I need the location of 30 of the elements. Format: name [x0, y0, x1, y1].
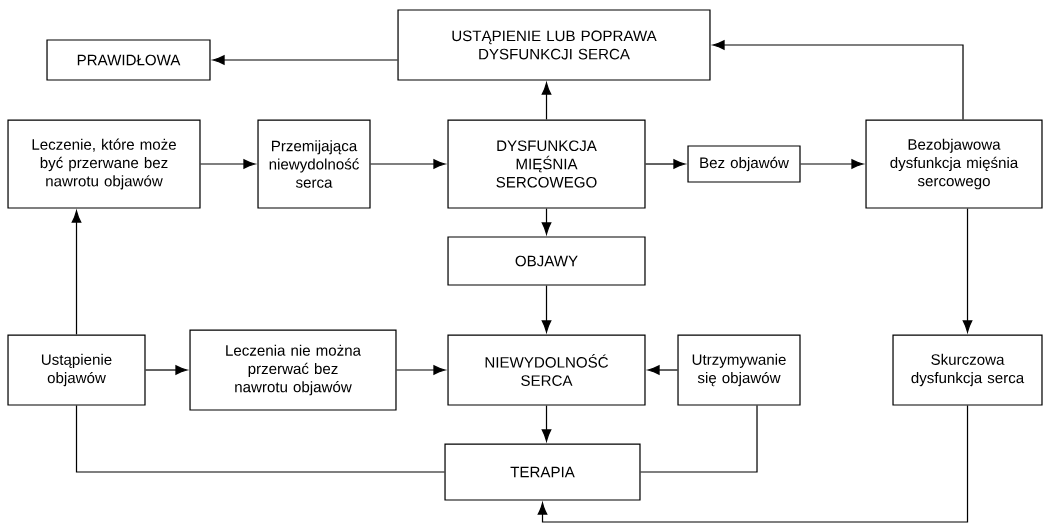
arrow: [396, 365, 446, 375]
arrow: [647, 365, 679, 375]
arrow: [200, 159, 256, 169]
arrow: [645, 159, 686, 169]
flow-box: OBJAWY: [447, 236, 646, 286]
arrow: [712, 40, 964, 120]
flow-box: Przemijająca niewydolność serca: [257, 119, 371, 209]
flow-box: PRAWIDŁOWA: [46, 39, 211, 81]
flow-box: Utrzymywanie się objawów: [677, 334, 801, 406]
arrow: [800, 159, 864, 169]
flow-box: TERAPIA: [444, 443, 641, 501]
arrow: [145, 365, 188, 375]
arrow: [541, 405, 552, 442]
flow-box: DYSFUNKCJA MIĘŚNIA SERCOWEGO: [447, 119, 646, 209]
arrow: [370, 159, 446, 169]
flow-box: Skurczowa dysfunkcja serca: [892, 334, 1043, 406]
flow-box: Bez objawów: [687, 145, 801, 183]
flow-box: USTĄPIENIE LUB POPRAWA DYSFUNKCJI SERCA: [397, 9, 711, 81]
arrow: [541, 285, 552, 333]
arrow: [541, 208, 552, 235]
flow-box: Ustąpienie objawów: [7, 334, 146, 406]
flow-box: Leczenie, które może być przerwane bez nawrotu objawów: [7, 119, 201, 209]
arrow: [537, 405, 969, 523]
flow-box: NIEWYDOLNOŚĆ SERCA: [447, 334, 646, 406]
arrow: [71, 210, 82, 335]
arrow: [212, 55, 399, 65]
arrow: [962, 208, 973, 333]
flow-box: Leczenia nie można przerwać bez nawrotu objawów: [189, 329, 397, 411]
flow-box: Bezobjawowa dysfunkcja mięśnia sercowego: [865, 119, 1043, 209]
arrow: [541, 82, 552, 120]
